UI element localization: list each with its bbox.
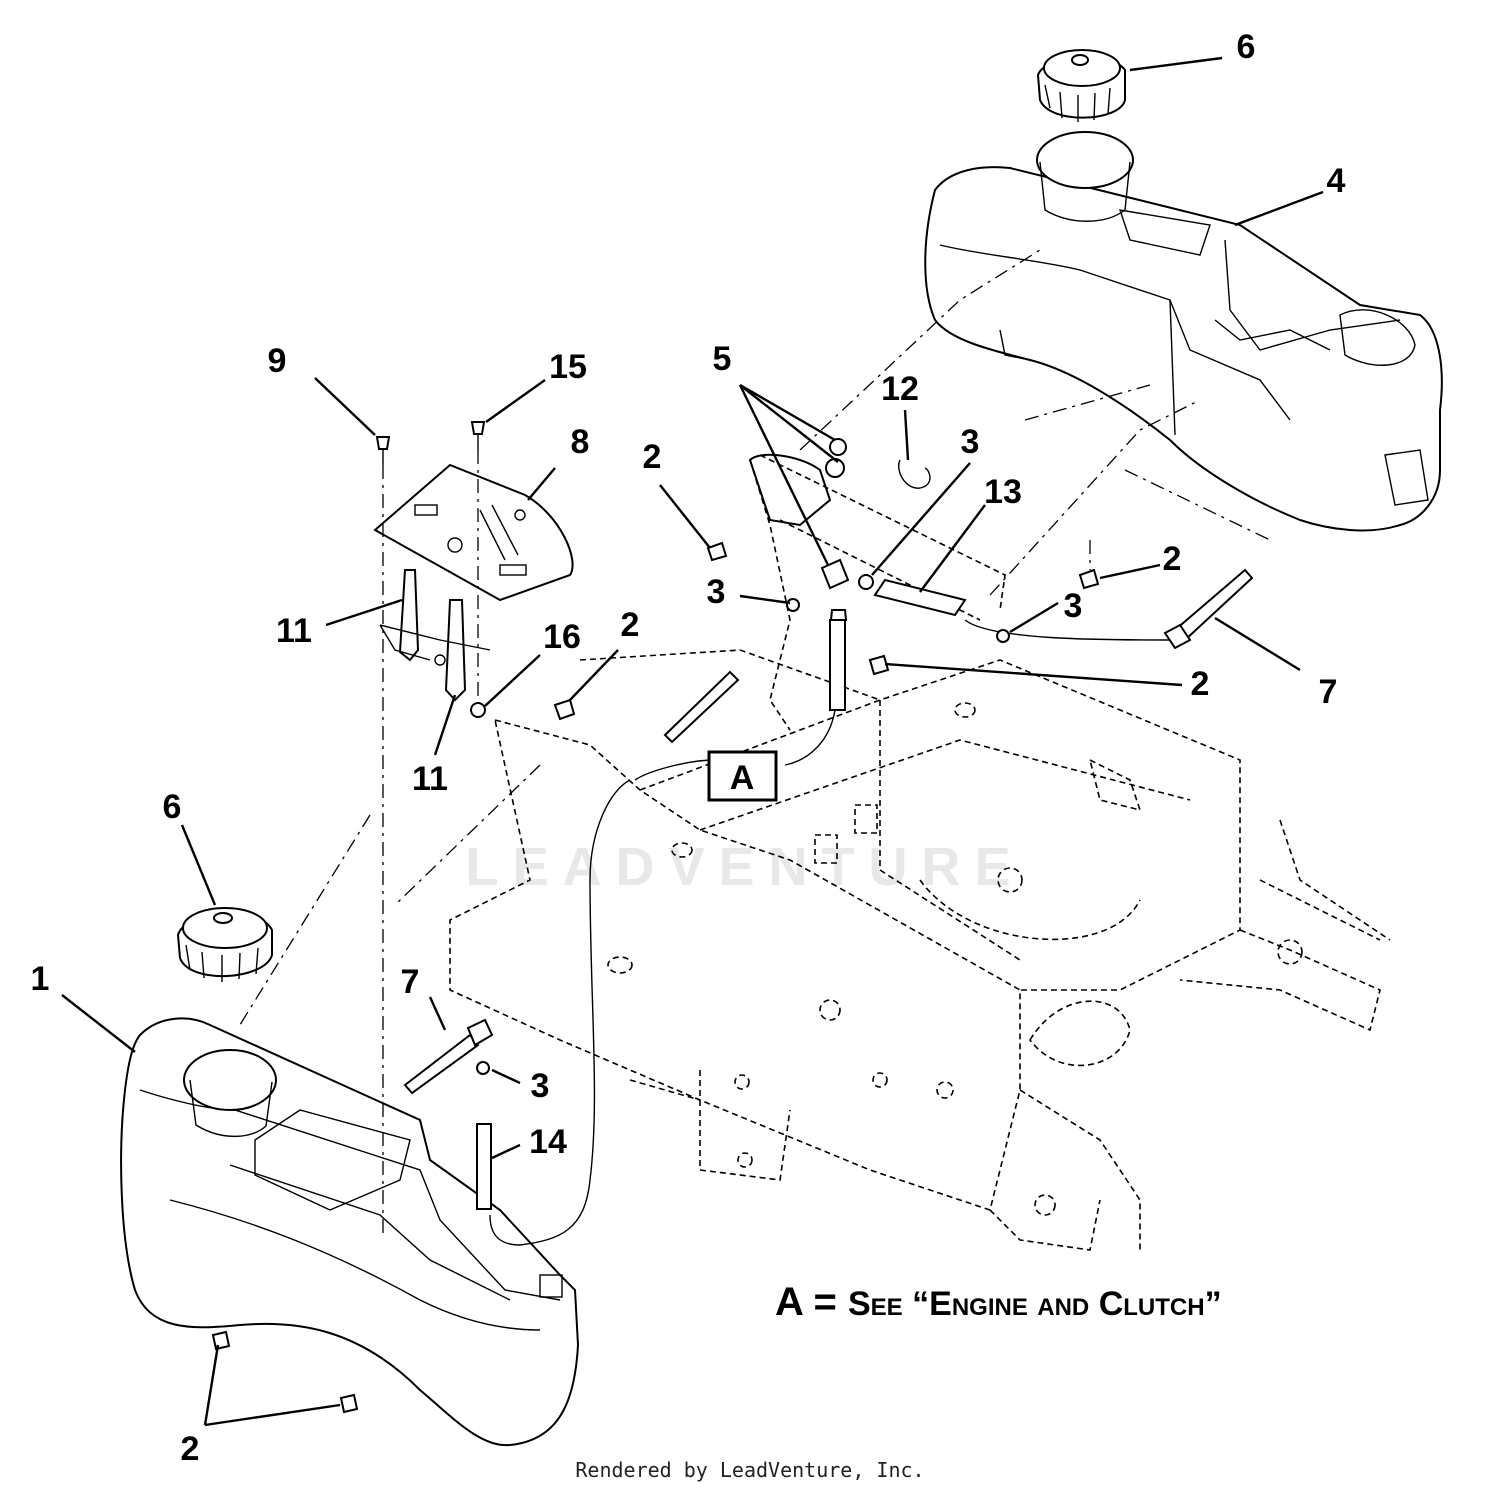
callout-16: 16: [543, 618, 581, 656]
callout-4: 4: [1327, 162, 1346, 200]
callout-15: 15: [549, 348, 587, 386]
callout-labels: 1 2 2 2 2 2 3 3 3 3 4 5 6 6 7 7 8 9 11 1…: [31, 28, 1346, 1468]
control-plate[interactable]: [373, 463, 574, 602]
fuel-tank-right[interactable]: [924, 131, 1443, 532]
callout-6: 6: [1237, 28, 1256, 66]
callout-6: 6: [163, 788, 182, 826]
callout-9: 9: [268, 342, 287, 380]
callout-2: 2: [181, 1430, 200, 1468]
callout-2: 2: [1191, 665, 1210, 703]
fuel-pickups[interactable]: [403, 568, 1254, 1210]
fuel-cap-left[interactable]: [176, 907, 273, 982]
callout-3: 3: [1064, 587, 1083, 625]
callout-2: 2: [621, 606, 640, 644]
callout-3: 3: [961, 423, 980, 461]
fasteners[interactable]: [211, 421, 1100, 1414]
control-levers[interactable]: [379, 569, 491, 702]
fuel-line-routing: [489, 619, 1171, 1246]
footer-credit: Rendered by LeadVenture, Inc.: [575, 1458, 925, 1482]
leader-lines: [61, 56, 1324, 1427]
reference-box-label: A: [730, 759, 755, 797]
fuel-tank-left[interactable]: [120, 1017, 580, 1447]
fuel-cap-right[interactable]: [1036, 49, 1126, 122]
watermark: LEADVENTURE: [465, 837, 1024, 897]
callout-7: 7: [1319, 673, 1338, 711]
callout-2: 2: [643, 438, 662, 476]
callout-11: 11: [276, 612, 312, 650]
callout-1: 1: [31, 960, 50, 998]
callout-2: 2: [1163, 540, 1182, 578]
callout-13: 13: [984, 473, 1022, 511]
reference-box-a[interactable]: A: [707, 750, 778, 802]
callout-5: 5: [713, 340, 732, 378]
callout-8: 8: [571, 423, 590, 461]
assembly-lines: [237, 249, 1271, 1235]
callout-12: 12: [881, 370, 919, 408]
frame-chassis: [449, 649, 1391, 1251]
reference-note: A = See “Engine and Clutch”: [775, 1280, 1222, 1324]
fuel-hose[interactable]: [858, 459, 967, 617]
callout-11: 11: [412, 760, 448, 798]
callout-14: 14: [529, 1123, 567, 1161]
callout-3: 3: [707, 573, 726, 611]
callout-3: 3: [531, 1067, 550, 1105]
callout-7: 7: [401, 963, 420, 1001]
